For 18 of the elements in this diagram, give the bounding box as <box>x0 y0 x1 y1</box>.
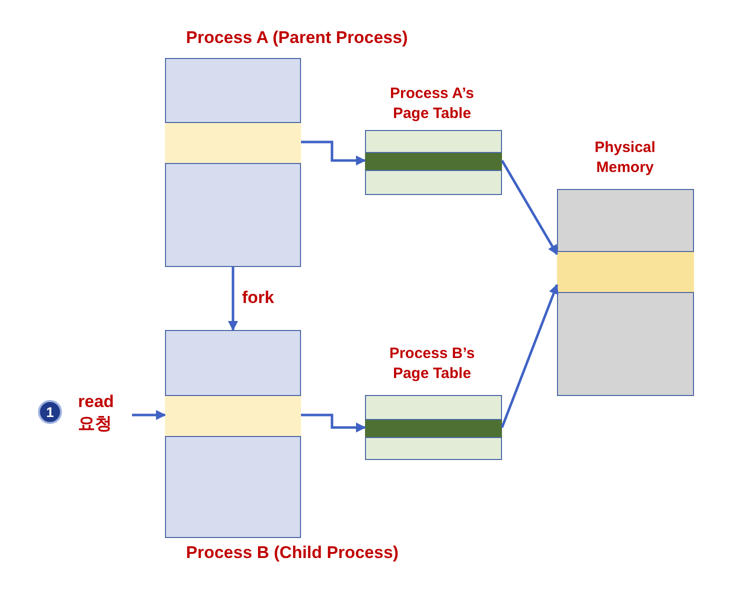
arrow <box>301 414 366 432</box>
callout-number: 1 <box>38 400 62 424</box>
arrow <box>228 267 238 331</box>
arrow <box>301 140 366 166</box>
request-label: read 요청 <box>78 391 115 435</box>
heading: Process A’s Page Table <box>389 84 475 124</box>
arrow <box>500 160 558 256</box>
heading: Process B’s Page Table <box>388 344 476 384</box>
heading: Process B (Child Process) <box>186 543 400 563</box>
page-band <box>165 122 301 164</box>
page-band <box>165 395 301 437</box>
arrow <box>500 284 558 428</box>
arrow <box>132 410 166 420</box>
page-table-entry <box>365 419 502 438</box>
heading: Physical Memory <box>594 138 656 178</box>
page-table-entry <box>365 152 502 171</box>
memory-frame <box>557 251 694 293</box>
heading: Process A (Parent Process) <box>186 28 409 48</box>
